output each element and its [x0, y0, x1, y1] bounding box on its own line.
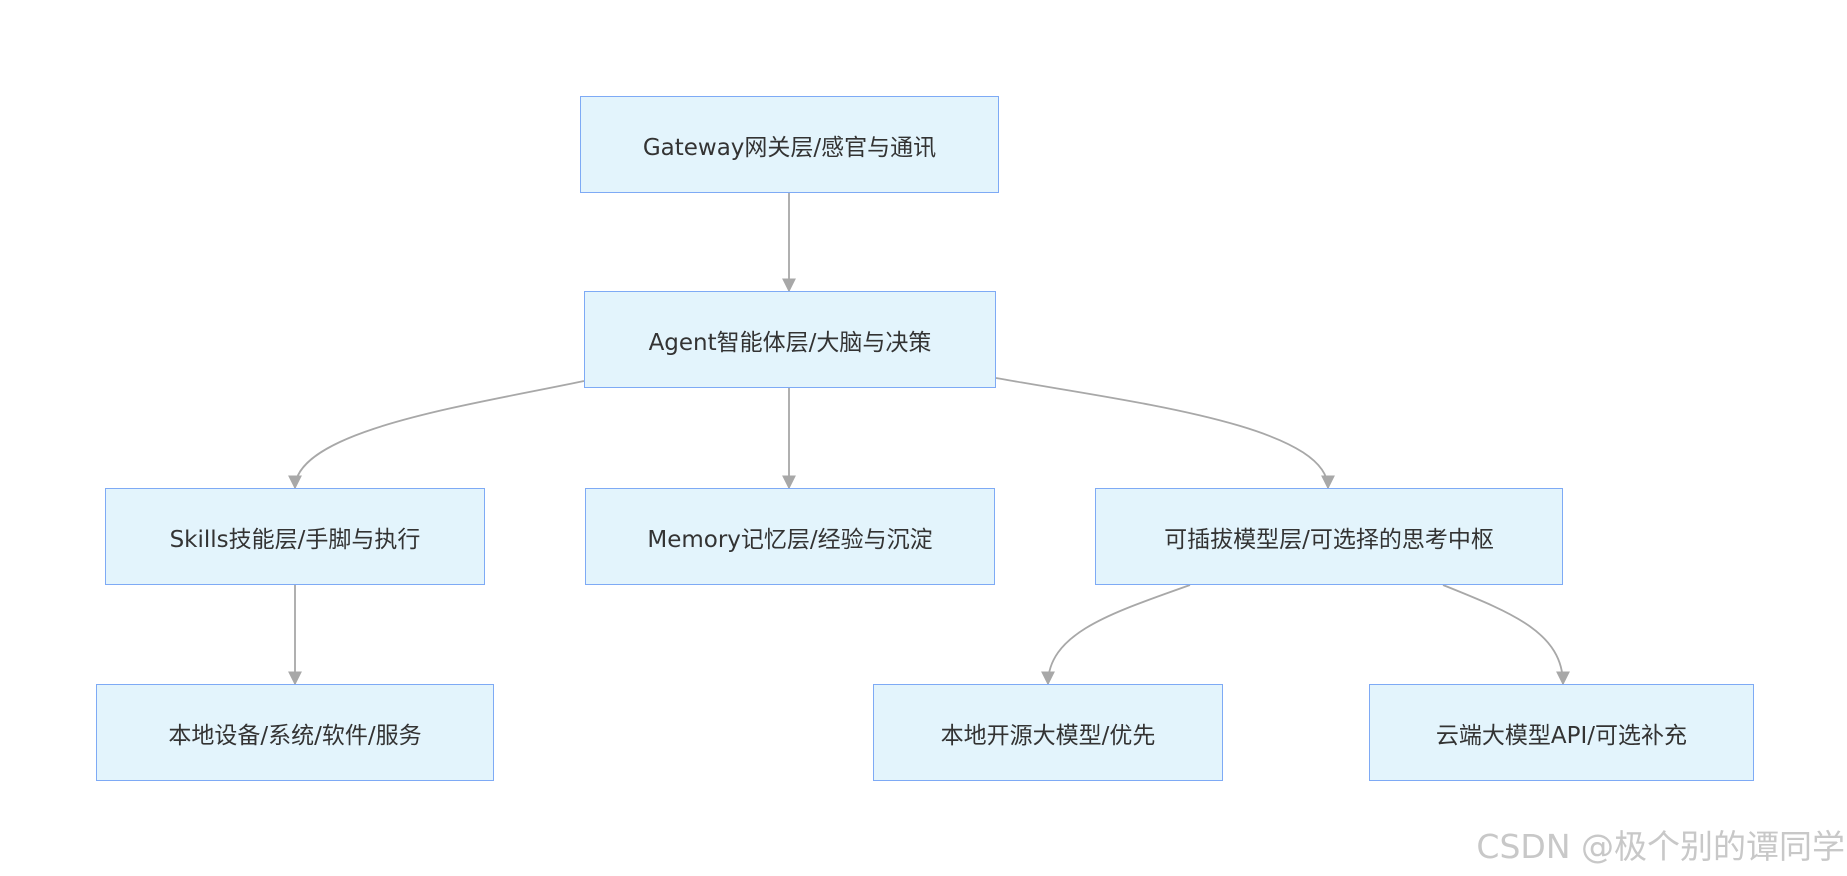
edge-agent-skills	[288, 380, 585, 490]
node-gateway: Gateway网关层/感官与通讯	[580, 96, 999, 193]
node-memory: Memory记忆层/经验与沉淀	[585, 488, 995, 585]
node-cloud-models: 云端大模型API/可选补充	[1369, 684, 1754, 781]
edge-models-cloud	[1442, 584, 1570, 686]
node-skills: Skills技能层/手脚与执行	[105, 488, 485, 585]
node-models: 可插拔模型层/可选择的思考中枢	[1095, 488, 1563, 585]
node-local-devices: 本地设备/系统/软件/服务	[96, 684, 494, 781]
watermark: CSDN @极个别的谭同学	[1476, 827, 1845, 866]
edge-agent-models	[995, 377, 1335, 490]
node-agent: Agent智能体层/大脑与决策	[584, 291, 996, 388]
node-local-models: 本地开源大模型/优先	[873, 684, 1223, 781]
edge-models-local	[1041, 584, 1191, 686]
